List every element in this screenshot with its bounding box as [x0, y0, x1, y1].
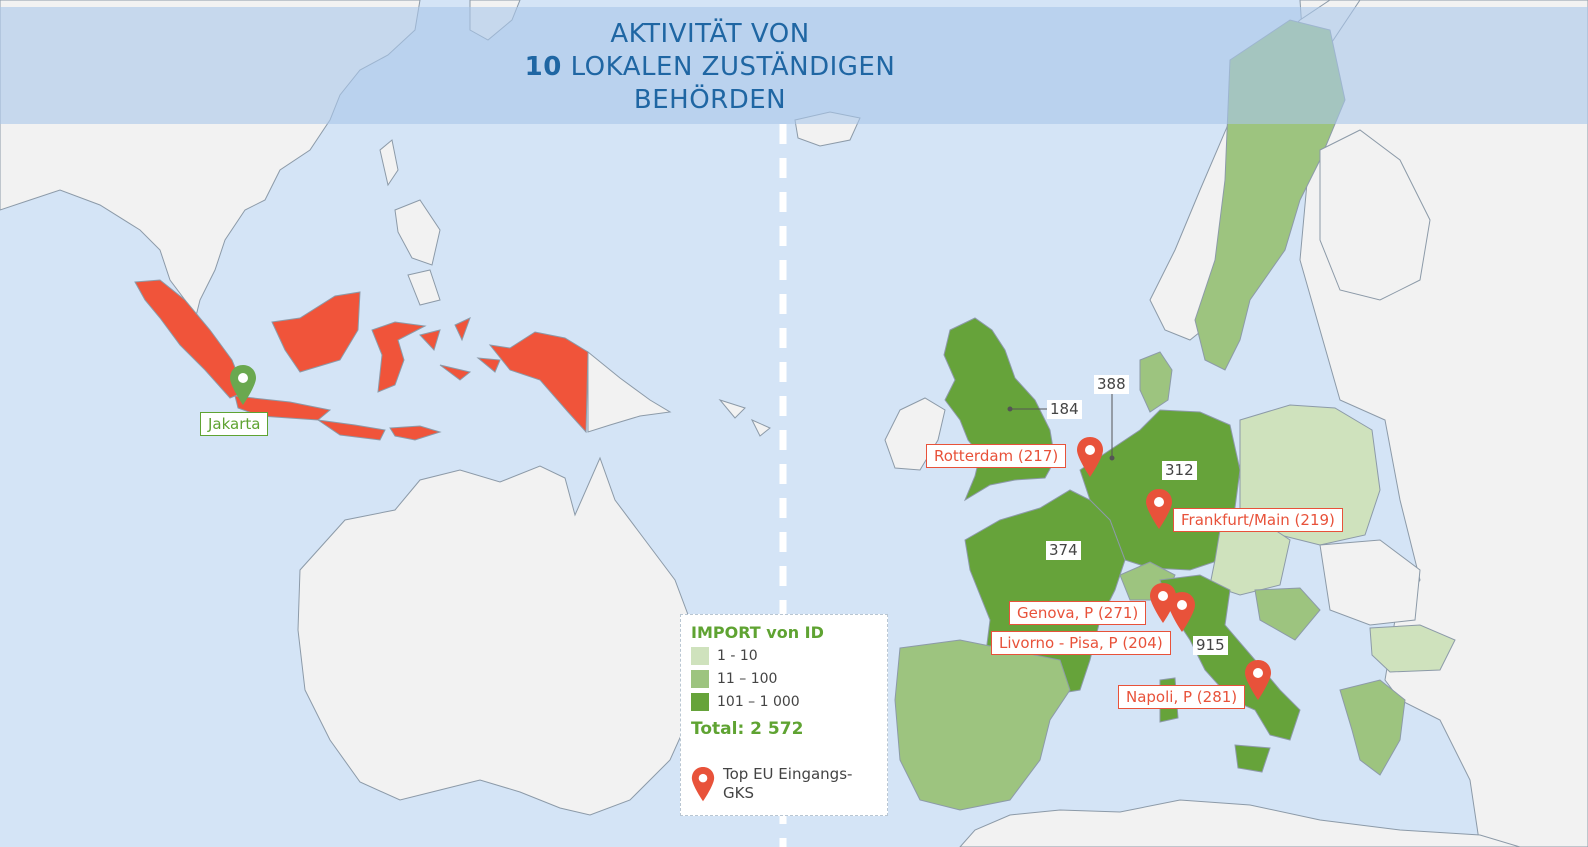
legend-total-value: 2 572: [750, 719, 804, 739]
solomon-islands: [718, 399, 771, 437]
legend-swatch-2: [691, 670, 709, 688]
title-line-2-text: LOKALEN ZUSTÄNDIGEN: [561, 52, 896, 82]
legend-total-label: Total:: [691, 719, 751, 739]
title-line-3: BEHÖRDEN: [633, 85, 787, 115]
bulgaria: [1369, 624, 1456, 673]
rotterdam-label: Rotterdam (217): [926, 444, 1067, 468]
genova-label: Genova, P (271): [1009, 601, 1147, 625]
value-italy: 915: [1193, 636, 1228, 655]
philippines: [379, 139, 441, 306]
rotterdam-pin-icon: [1077, 437, 1103, 477]
value-france: 374: [1046, 541, 1081, 560]
title-line-1: AKTIVITÄT VON: [610, 19, 810, 49]
indonesia-exporter: [134, 279, 589, 441]
papua-new-guinea: [587, 350, 672, 433]
value-germany: 312: [1162, 461, 1197, 480]
value-netherlands: 388: [1094, 375, 1129, 394]
romania-bulgaria: [1319, 539, 1421, 626]
legend-class-2-label: 11 – 100: [717, 671, 778, 687]
croatia: [1254, 587, 1321, 641]
value-uk: 184: [1047, 400, 1082, 419]
napoli-label: Napoli, P (281): [1118, 685, 1246, 709]
legend-class-1: 1 - 10: [691, 647, 758, 667]
legend-swatch-3: [691, 693, 709, 711]
frankfurt-label: Frankfurt/Main (219): [1173, 508, 1343, 532]
pins: [230, 365, 1271, 700]
authority-count: 10: [524, 52, 562, 82]
sicily: [1234, 744, 1271, 773]
legend-total: Total: 2 572: [691, 719, 803, 739]
map-pin-icon: [691, 767, 715, 802]
legend-pin-label: Top EU Eingangs-GKS: [723, 765, 853, 802]
map-title: AKTIVITÄT VON 10 LOKALEN ZUSTÄNDIGEN BEH…: [440, 18, 980, 117]
legend-class-2: 11 – 100: [691, 670, 777, 690]
title-line-2: 10 LOKALEN ZUSTÄNDIGEN: [440, 51, 980, 84]
jakarta-pin-icon: [230, 365, 256, 405]
legend: IMPORT von ID 1 - 10 11 – 100 101 – 1 00…: [680, 614, 888, 816]
legend-class-3-label: 101 – 1 000: [717, 694, 800, 710]
asia-oceania-map: [0, 0, 771, 816]
napoli-pin-icon: [1245, 660, 1271, 700]
north-africa: [959, 799, 1521, 847]
legend-class-1-label: 1 - 10: [717, 648, 758, 664]
legend-swatch-1: [691, 647, 709, 665]
legend-class-3: 101 – 1 000: [691, 693, 800, 713]
livorno-pisa-label: Livorno - Pisa, P (204): [991, 631, 1171, 655]
finland: [1319, 129, 1431, 301]
header-band: [0, 7, 1588, 124]
jakarta-label: Jakarta: [200, 412, 269, 436]
legend-title: IMPORT von ID: [691, 623, 824, 642]
frankfurt-pin-icon: [1146, 489, 1172, 529]
livorno-pin-icon: [1169, 592, 1195, 632]
genova-pin-icon: [1150, 583, 1176, 623]
denmark: [1139, 351, 1173, 413]
greece: [1339, 679, 1406, 776]
leader-lines: [1007, 394, 1115, 461]
